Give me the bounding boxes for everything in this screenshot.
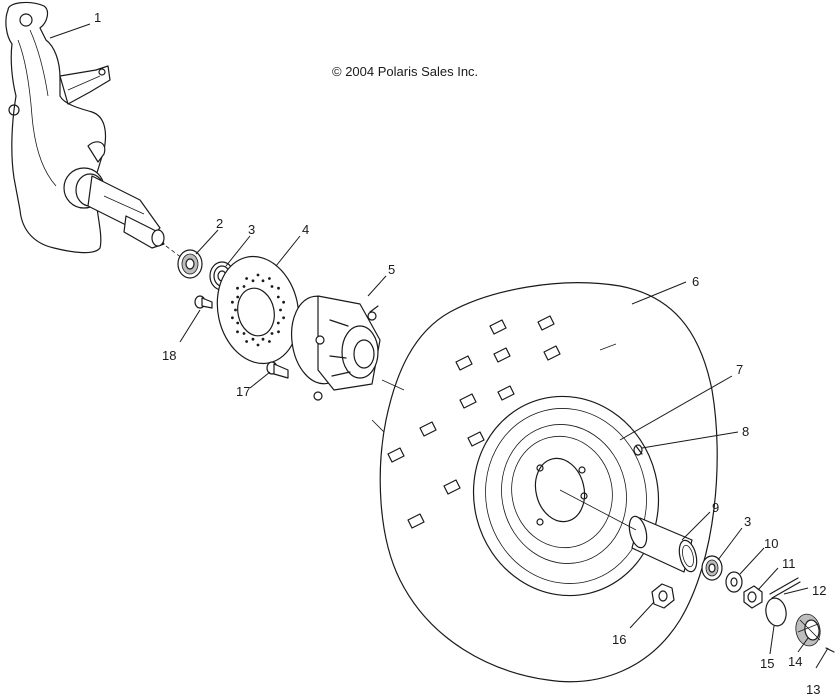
- part-1-spindle: [5, 1, 165, 254]
- disc-vent-hole: [245, 277, 249, 280]
- tread-lug: [459, 393, 477, 409]
- tread-lug: [407, 513, 425, 529]
- tread-lug: [497, 385, 515, 401]
- callout-4: 4: [302, 222, 309, 237]
- tread-lug: [467, 431, 485, 447]
- disc-vent-hole: [242, 332, 246, 335]
- disc-vent-hole: [276, 295, 280, 299]
- disc-vent-hole: [236, 321, 240, 325]
- tread-lug: [443, 479, 461, 495]
- disc-vent-hole: [277, 330, 280, 334]
- callout-11: 11: [782, 556, 796, 571]
- tread-lug: [543, 345, 561, 361]
- tread-lug: [455, 355, 473, 371]
- disc-vent-hole: [251, 337, 255, 341]
- callout-14: 14: [788, 654, 802, 669]
- tread-lug: [419, 421, 437, 437]
- callout-10: 10: [764, 536, 778, 551]
- callout-7: 7: [736, 362, 743, 377]
- disc-vent-hole: [234, 308, 237, 312]
- disc-vent-hole: [251, 279, 255, 283]
- part-16-lug-nut: [651, 583, 675, 609]
- part-4-brake-disc: [216, 255, 300, 365]
- disc-vent-hole: [231, 300, 234, 304]
- part-18-bolt: [194, 295, 213, 309]
- part-9-spacer: [628, 515, 698, 573]
- callout-1: 1: [94, 10, 101, 25]
- disc-vent-hole: [282, 300, 285, 304]
- callout-12: 12: [812, 583, 826, 598]
- callout-17: 17: [236, 384, 250, 399]
- part-17-stud: [266, 361, 289, 379]
- disc-vent-hole: [270, 285, 274, 288]
- callout-18: 18: [162, 348, 176, 363]
- callout-2: 2: [216, 216, 223, 231]
- disc-vent-hole: [245, 340, 249, 343]
- disc-vent-hole: [276, 321, 280, 325]
- disc-vent-hole: [270, 332, 274, 335]
- part-5-hub: [291, 295, 381, 401]
- callout-9: 9: [712, 500, 719, 515]
- disc-vent-hole: [268, 340, 271, 343]
- callout-15: 15: [760, 656, 774, 671]
- callout-3-inner: 3: [248, 222, 255, 237]
- tread-lug: [537, 315, 555, 331]
- disc-vent-hole: [256, 343, 260, 347]
- callout-16: 16: [612, 632, 626, 647]
- part-7-wheel-rim: [472, 395, 660, 597]
- disc-vent-hole: [268, 277, 271, 280]
- disc-vent-hole: [277, 286, 280, 290]
- disc-vent-hole: [242, 285, 246, 288]
- callout-6: 6: [692, 274, 699, 289]
- disc-vent-hole: [231, 316, 234, 320]
- part-15-o-ring: [765, 597, 787, 627]
- leader-lines: [49, 23, 829, 669]
- disc-vent-hole: [282, 316, 285, 320]
- part-2-seal: [177, 249, 203, 279]
- disc-vent-hole: [261, 279, 265, 283]
- disc-vent-hole: [256, 273, 260, 277]
- tread-lug: [493, 347, 511, 363]
- disc-vent-hole: [236, 295, 240, 299]
- disc-vent-hole: [236, 286, 239, 290]
- tread-lug: [387, 447, 405, 463]
- part-14-hub-cap: [795, 613, 821, 647]
- callout-5: 5: [388, 262, 395, 277]
- callout-13: 13: [806, 682, 820, 697]
- disc-vent-hole: [279, 308, 282, 312]
- part-10-washer: [725, 571, 743, 593]
- part-3-bearing-outer: [701, 555, 723, 581]
- tread-lug: [489, 319, 507, 335]
- part-8-valve-stem: [633, 444, 643, 456]
- callout-8: 8: [742, 424, 749, 439]
- disc-vent-hole: [236, 330, 239, 334]
- part-12-cotter-pin: [769, 577, 801, 599]
- part-11-castle-nut: [743, 585, 763, 609]
- callout-3-outer: 3: [744, 514, 751, 529]
- disc-vent-hole: [261, 337, 265, 341]
- copyright-text: © 2004 Polaris Sales Inc.: [332, 64, 478, 79]
